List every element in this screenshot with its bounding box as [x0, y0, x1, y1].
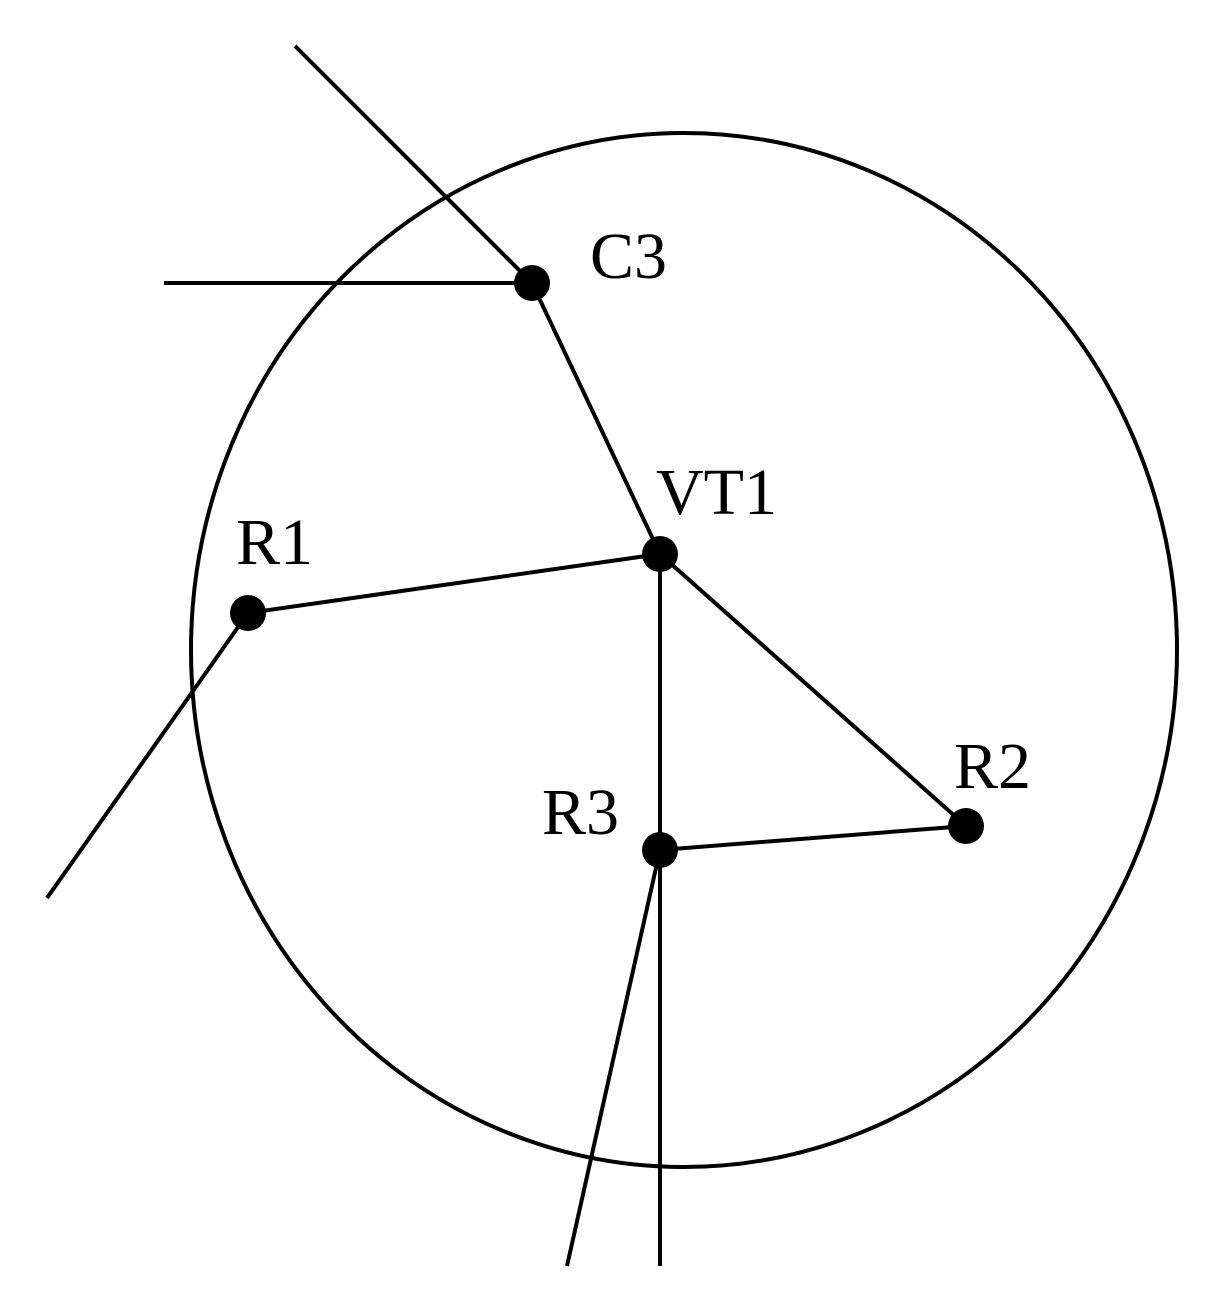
coverage-circle — [189, 131, 1179, 1169]
edge-vt1-r1 — [247, 552, 661, 615]
external-line-c3-diagonal — [293, 44, 534, 285]
label-r2: R2 — [954, 730, 1031, 803]
node-vt1 — [642, 536, 678, 572]
edge-c3-vt1 — [530, 282, 662, 555]
label-c3: C3 — [590, 220, 667, 293]
edge-vt1-r2 — [658, 552, 968, 828]
external-line-r3-diagonal — [565, 849, 662, 1267]
label-vt1: VT1 — [656, 456, 777, 529]
label-r1: R1 — [236, 506, 313, 579]
label-r3: R3 — [542, 776, 619, 849]
node-c3 — [514, 265, 550, 301]
node-r3 — [642, 832, 678, 868]
node-r1 — [230, 595, 266, 631]
edge-r3-r2 — [659, 824, 967, 852]
node-r2 — [948, 808, 984, 844]
external-line-r1 — [45, 611, 250, 900]
